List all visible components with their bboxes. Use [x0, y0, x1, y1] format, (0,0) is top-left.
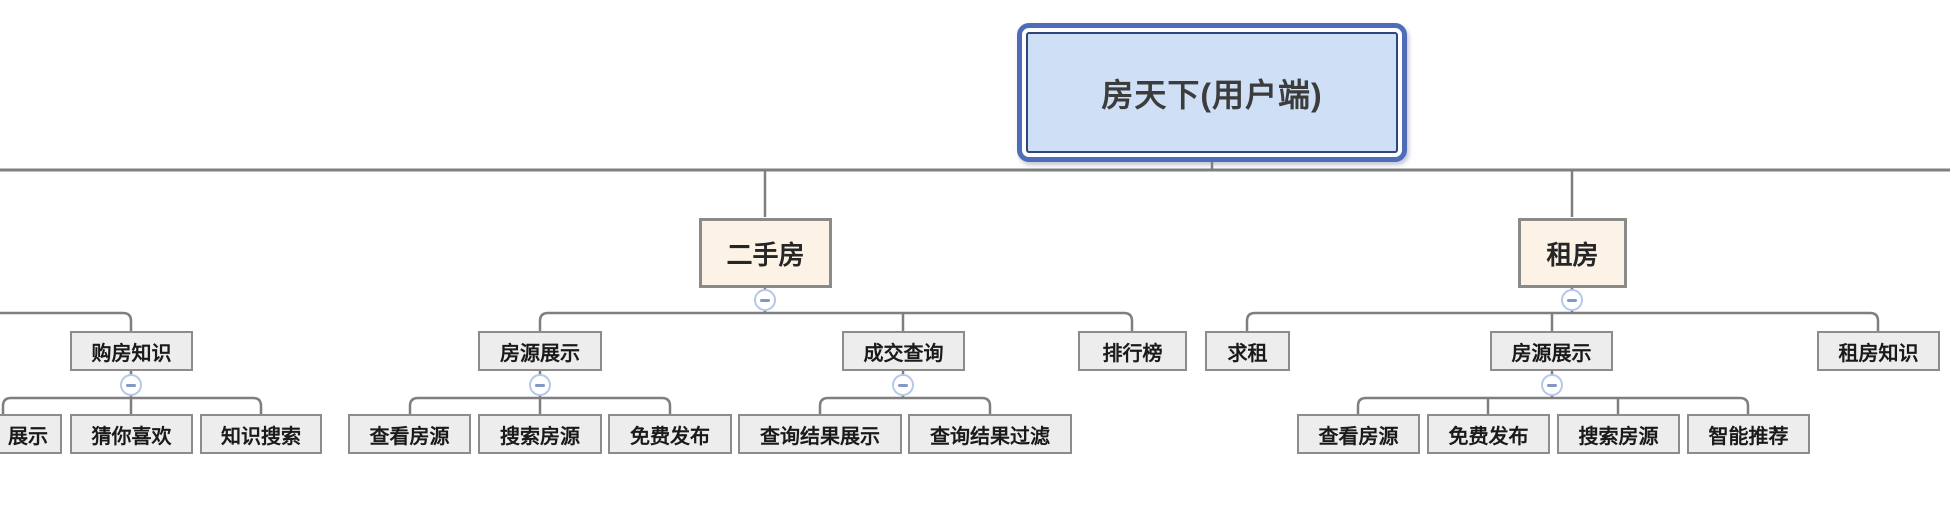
topic-search-listings-esf[interactable]: 搜索房源 [478, 414, 602, 454]
topic-ranking[interactable]: 排行榜 [1078, 331, 1187, 371]
connector-line [1245, 311, 1880, 331]
root-topic[interactable]: 房天下(用户端) [1017, 23, 1407, 162]
topic-knowledge-search[interactable]: 知识搜索 [200, 414, 322, 454]
connector-line [1356, 396, 1750, 414]
collapse-icon-second-hand[interactable] [754, 289, 776, 311]
connector-line [818, 396, 992, 414]
collapse-icon-listing-display-rent[interactable] [1541, 374, 1563, 396]
topic-guess-you-like[interactable]: 猜你喜欢 [70, 414, 193, 454]
branch-second-hand[interactable]: 二手房 [699, 218, 832, 288]
collapse-icon-deal-query[interactable] [892, 374, 914, 396]
topic-listing-display-rent[interactable]: 房源展示 [1490, 331, 1613, 371]
topic-listing-display-esf[interactable]: 房源展示 [478, 331, 602, 371]
topic-query-result-filter[interactable]: 查询结果过滤 [908, 414, 1072, 454]
topic-free-publish-esf[interactable]: 免费发布 [608, 414, 732, 454]
topic-deal-query[interactable]: 成交查询 [842, 331, 965, 371]
topic-search-listings-rent[interactable]: 搜索房源 [1557, 414, 1680, 454]
topic-buying-knowledge[interactable]: 购房知识 [70, 331, 193, 371]
branch-rent[interactable]: 租房 [1518, 218, 1627, 288]
topic-view-listings-rent[interactable]: 查看房源 [1297, 414, 1420, 454]
connector-line [0, 311, 133, 331]
collapse-icon-rent[interactable] [1561, 289, 1583, 311]
topic-seek-rent[interactable]: 求租 [1205, 331, 1290, 371]
topic-free-publish-rent[interactable]: 免费发布 [1427, 414, 1550, 454]
collapse-icon-buying-knowledge[interactable] [120, 374, 142, 396]
topic-query-result-display[interactable]: 查询结果展示 [738, 414, 902, 454]
topic-display-cutoff[interactable]: 展示 [0, 414, 62, 454]
root-topic-label: 房天下(用户端) [1026, 32, 1398, 153]
topic-smart-recommend[interactable]: 智能推荐 [1687, 414, 1810, 454]
connector-line [538, 311, 1134, 331]
topic-rent-knowledge[interactable]: 租房知识 [1817, 331, 1940, 371]
topic-view-listings-esf[interactable]: 查看房源 [348, 414, 471, 454]
collapse-icon-listing-display-esf[interactable] [529, 374, 551, 396]
